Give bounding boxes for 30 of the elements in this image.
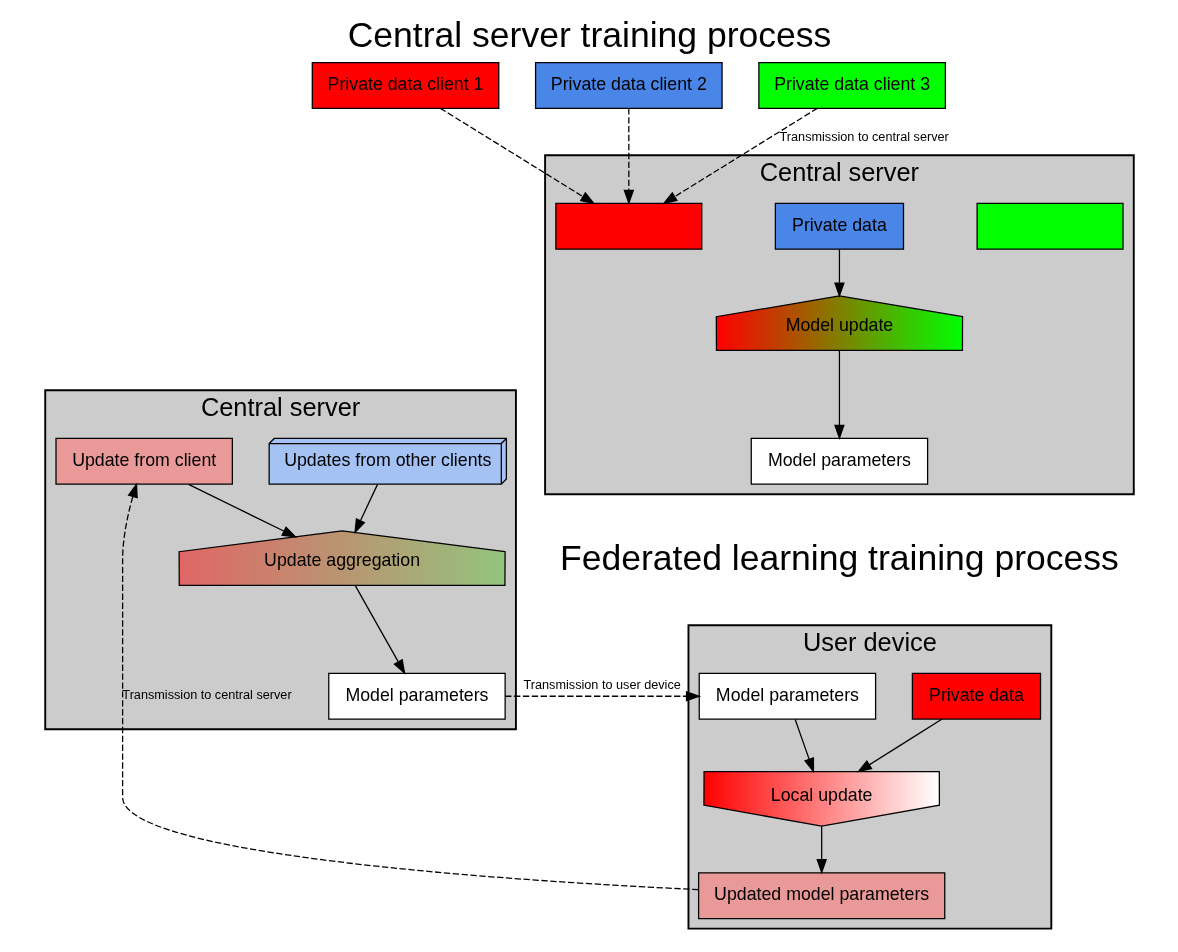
arrow	[353, 483, 378, 534]
arrow	[623, 107, 634, 206]
node-box: Model parameters	[750, 437, 928, 485]
arrow	[439, 107, 595, 205]
arrow	[121, 482, 699, 891]
node-box: Model parameters	[327, 672, 506, 720]
diagram-title: Central server training process	[347, 14, 831, 55]
arrow	[815, 825, 827, 875]
node-box	[554, 202, 702, 250]
arrow	[354, 584, 405, 675]
arrow	[833, 249, 845, 298]
node-box: Private data	[911, 672, 1041, 720]
node-box: Update from client	[54, 437, 233, 485]
node-box	[975, 202, 1124, 250]
arrow	[856, 718, 942, 773]
node-box: Private data client 2	[534, 62, 723, 109]
arrow	[504, 690, 701, 702]
arrow	[187, 483, 297, 538]
edge-label: Transmission to user device	[523, 677, 681, 692]
edge-label: Transmission to central server	[121, 688, 292, 703]
node-box: Private data client 3	[757, 62, 946, 109]
edge-label: Transmission to central server	[779, 130, 949, 145]
arrow	[661, 107, 818, 205]
node-box: Model parameters	[698, 672, 876, 720]
arrow	[833, 349, 845, 440]
node-box: Private data client 1	[311, 62, 499, 109]
label: Federated learning training process	[559, 537, 1119, 578]
node-box: Updated model parameters	[697, 872, 945, 920]
node-box: Private data	[774, 202, 904, 250]
arrow	[794, 718, 814, 774]
